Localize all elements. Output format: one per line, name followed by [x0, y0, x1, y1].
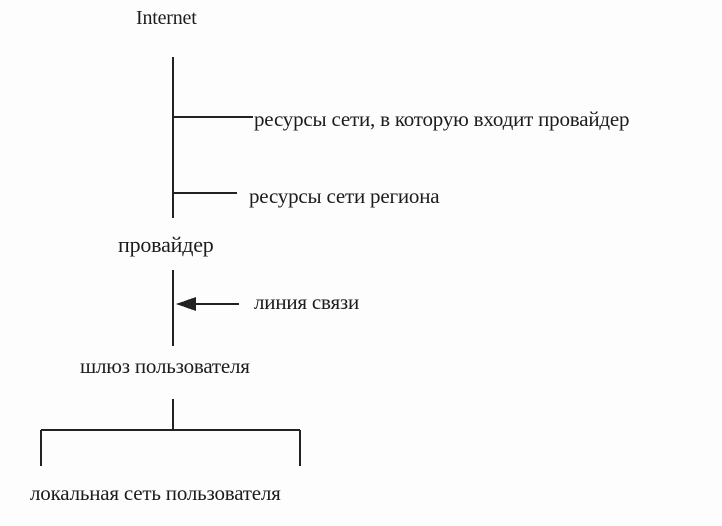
node-provider: провайдер — [118, 232, 214, 257]
comm-line-arrowhead — [176, 297, 196, 311]
node-internet: Internet — [136, 7, 197, 29]
node-region-resources: ресурсы сети региона — [249, 184, 440, 208]
node-user-gateway: шлюз пользователя — [80, 354, 250, 378]
node-local-network: локальная сеть пользователя — [30, 481, 281, 505]
node-network-resources: ресурсы сети, в которую входит провайдер — [254, 107, 630, 131]
node-comm-line: линия связи — [254, 290, 360, 314]
